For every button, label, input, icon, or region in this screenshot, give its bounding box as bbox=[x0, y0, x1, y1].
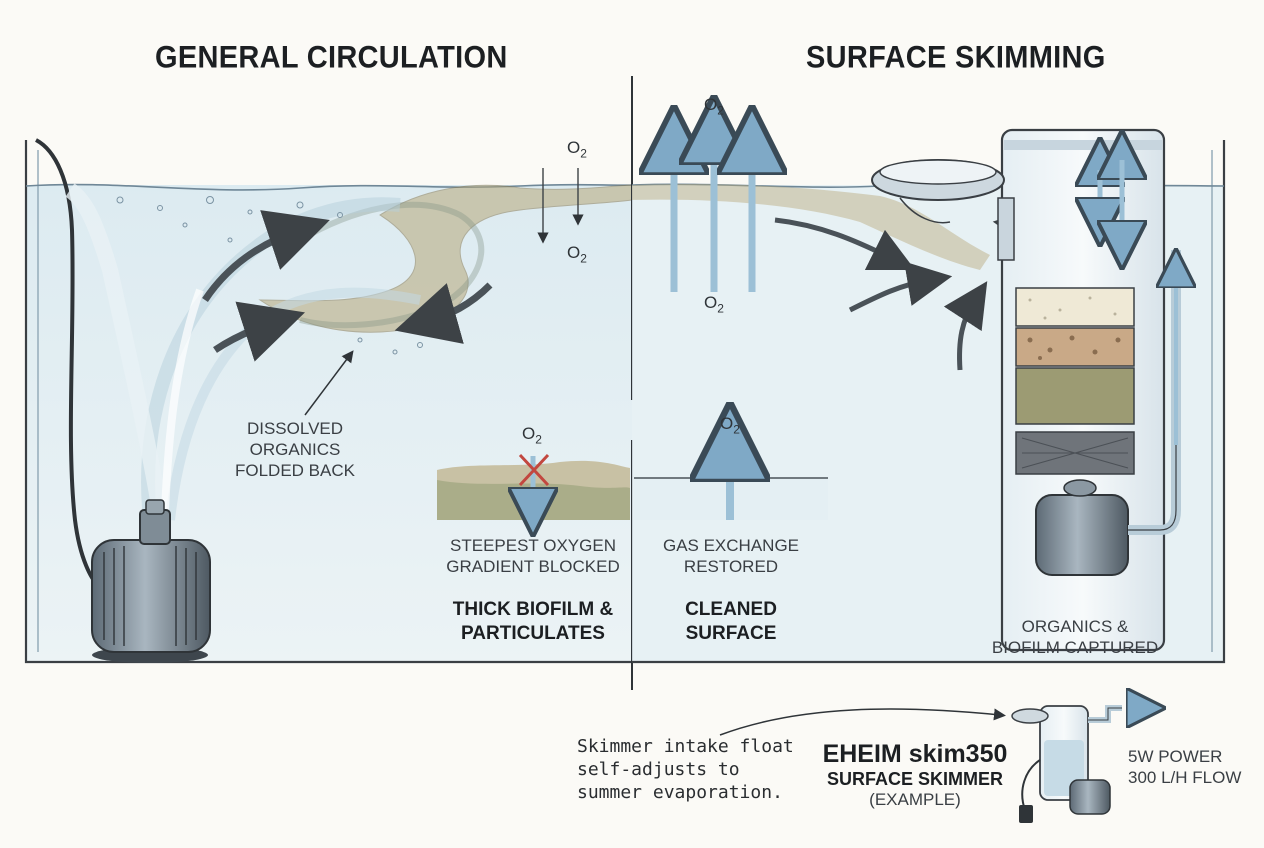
pointer-arrow bbox=[304, 350, 354, 416]
skimmer-note: Skimmer intake float self-adjusts to sum… bbox=[577, 736, 794, 803]
circulation-pump bbox=[91, 499, 211, 663]
inset-clean bbox=[634, 442, 828, 520]
suction-arrow-1 bbox=[774, 217, 916, 271]
product-type: SURFACE SKIMMER bbox=[826, 769, 1003, 789]
left-tank bbox=[24, 138, 633, 664]
o2-label: O2 bbox=[567, 243, 587, 266]
cleaned-surface-label: CLEANED SURFACE bbox=[685, 599, 777, 644]
suction-arrow-3 bbox=[943, 281, 988, 371]
right-tank bbox=[631, 128, 1226, 664]
flow-arrow-back bbox=[394, 282, 493, 344]
pump-cord bbox=[34, 138, 100, 587]
gas-exchange-label: GAS EXCHANGE RESTORED bbox=[662, 536, 800, 576]
product-image bbox=[1011, 706, 1146, 823]
inset-biofilm bbox=[437, 453, 630, 520]
o2-down-arrows bbox=[537, 168, 584, 244]
gradient-blocked-label: STEEPEST OXYGEN GRADIENT BLOCKED bbox=[446, 536, 620, 576]
dissolved-organics-label: DISSOLVED ORGANICS FOLDED BACK bbox=[235, 419, 355, 480]
left-panel-title: GENERAL CIRCULATION bbox=[155, 40, 508, 76]
suction-arrow-2 bbox=[848, 261, 953, 313]
flow-arrow-mid bbox=[213, 301, 306, 362]
product-specs: 5W POWER 300 L/H FLOW bbox=[1128, 747, 1242, 787]
right-panel-title: SURFACE SKIMMING bbox=[806, 40, 1106, 76]
product-info: EHEIM skim350 SURFACE SKIMMER (EXAMPLE) bbox=[820, 740, 1010, 810]
skimmer-unit bbox=[871, 128, 1176, 652]
o2-rising-arrows bbox=[674, 130, 752, 292]
o2-label: O2 bbox=[522, 424, 542, 447]
product-example: (EXAMPLE) bbox=[869, 790, 961, 809]
note-arrow bbox=[719, 708, 1006, 736]
o2-label: O2 bbox=[704, 293, 724, 316]
o2-label: O2 bbox=[704, 95, 724, 118]
o2-label: O2 bbox=[567, 138, 587, 161]
thick-biofilm-label: THICK BIOFILM & PARTICULATES bbox=[452, 599, 614, 644]
captured-label: ORGANICS & BIOFILM CAPTURED bbox=[991, 617, 1159, 657]
o2-label: O2 bbox=[720, 414, 740, 437]
product-name: EHEIM skim350 bbox=[822, 740, 1008, 768]
flow-arrow-up bbox=[202, 210, 330, 302]
